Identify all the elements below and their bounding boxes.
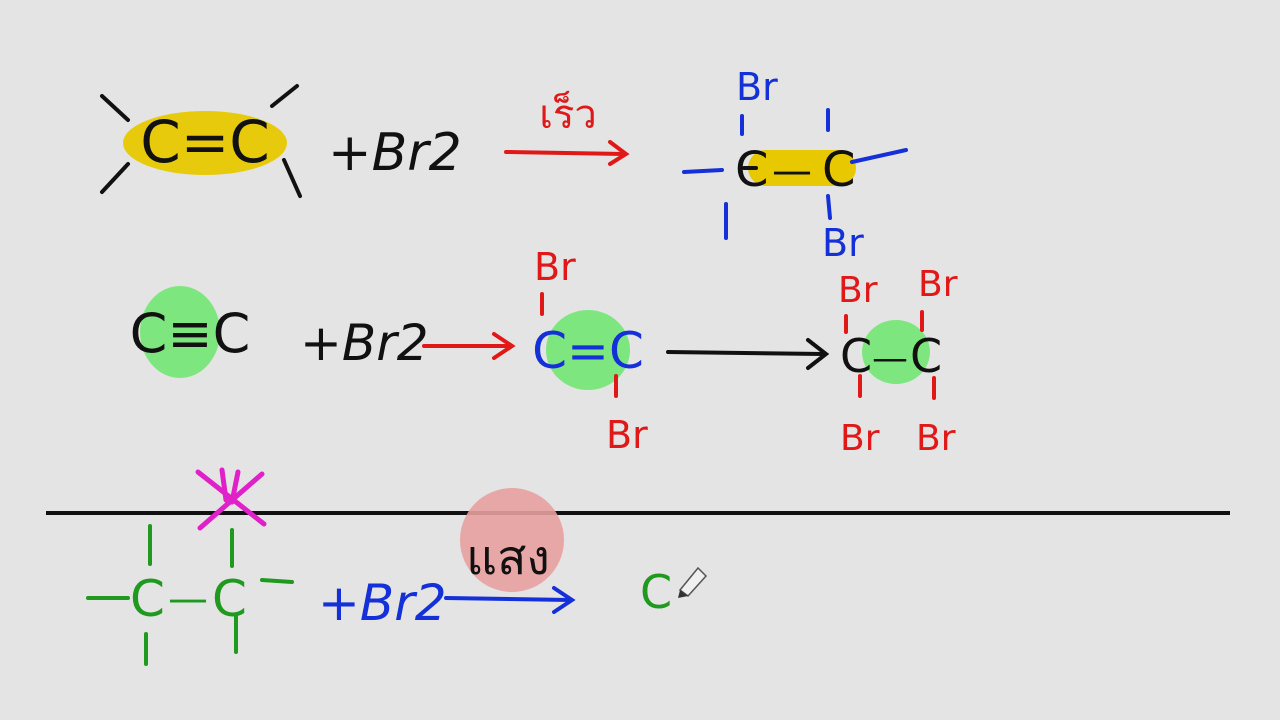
product1-left-c: C <box>735 142 769 198</box>
alkene-substituents <box>100 84 302 198</box>
reaction-1: C=C +Br2 เร็ว C — C Br Br <box>100 65 908 265</box>
highlight-product-2 <box>862 320 930 384</box>
highlight-alkyne <box>140 286 220 378</box>
alkane-bond: — <box>168 576 208 622</box>
intermediate-br-top: Br <box>534 245 576 289</box>
alkane-right-c: C <box>212 570 247 628</box>
alkene-formula: C=C <box>140 108 270 176</box>
alkane-bonds <box>86 524 294 666</box>
alkyne-formula: C≡C <box>130 302 251 365</box>
intermediate-br-bottom: Br <box>606 413 648 457</box>
cross-mark <box>195 467 267 531</box>
arrow-4 <box>444 586 576 614</box>
product1-right-c: C <box>822 142 856 198</box>
highlight-intermediate <box>546 310 630 390</box>
reagent-br2-3: +Br2 <box>318 574 447 632</box>
product1-bond: — <box>772 148 812 194</box>
product1-br-top: Br <box>736 65 778 109</box>
condition-light: แสง <box>466 530 550 586</box>
pen-cursor-icon[interactable] <box>678 566 708 598</box>
intermediate-formula: C=C <box>532 322 644 380</box>
product1-bonds <box>682 108 908 240</box>
product2-br-bottom-left: Br <box>840 418 880 459</box>
arrow-1 <box>504 140 630 166</box>
reaction-2: C≡C +Br2 C=C Br Br C — C Br B <box>130 245 958 459</box>
arrow-2 <box>422 332 516 360</box>
product2-br-bottom-right: Br <box>916 418 956 459</box>
condition-fast: เร็ว <box>539 90 597 138</box>
highlight-light-condition <box>460 488 564 592</box>
product2-br-top-right: Br <box>918 264 958 305</box>
reagent-br2-1: +Br2 <box>328 123 462 183</box>
product2-bond: — <box>872 338 908 379</box>
reaction-3: C — C +Br2 แสง C <box>86 467 672 666</box>
product2-right-c: C <box>910 329 942 383</box>
product2-br-top-left: Br <box>838 270 878 311</box>
highlight-alkene <box>123 111 287 175</box>
product3-partial-c: C <box>640 565 672 619</box>
product2-left-c: C <box>840 329 872 383</box>
alkane-left-c: C <box>130 570 165 628</box>
product1-br-bottom: Br <box>822 221 864 265</box>
reagent-br2-2: +Br2 <box>300 314 429 372</box>
arrow-3 <box>666 338 830 370</box>
highlight-product-1 <box>748 150 856 186</box>
